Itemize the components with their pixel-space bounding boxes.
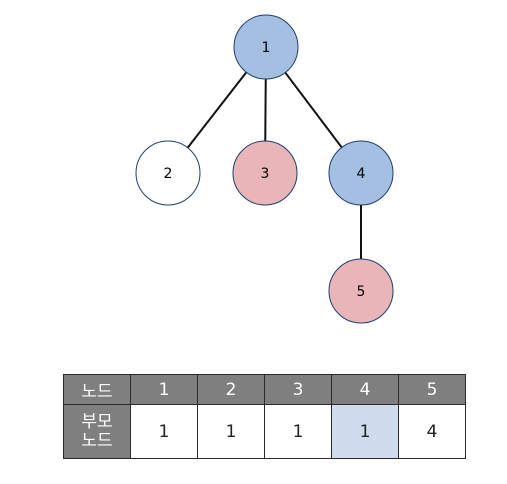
tree-node-circle-2 bbox=[135, 140, 201, 206]
node-header-row: 노드 1 2 3 4 5 bbox=[63, 374, 466, 405]
tree-node-5: 5 bbox=[328, 258, 394, 324]
parent-row-label-line1: 부모 bbox=[81, 411, 113, 432]
node-header-cell-2: 2 bbox=[197, 374, 265, 405]
parent-table: 노드 1 2 3 4 5 부모 노드 1 1 1 1 4 bbox=[63, 374, 466, 459]
node-header-cell-5: 5 bbox=[398, 374, 466, 405]
tree-node-1: 1 bbox=[233, 14, 299, 80]
tree-node-label-1: 1 bbox=[262, 40, 271, 56]
edge-1-2 bbox=[186, 71, 248, 149]
node-header-label: 노드 bbox=[63, 374, 131, 405]
parent-cell-1: 1 bbox=[130, 404, 198, 459]
tree-node-circle-3 bbox=[232, 140, 298, 206]
tree-node-2: 2 bbox=[135, 140, 201, 206]
tree-node-label-3: 3 bbox=[261, 166, 270, 182]
tree-node-circle-5 bbox=[328, 258, 394, 324]
node-header-cell-1: 1 bbox=[130, 374, 198, 405]
parent-cell-2: 1 bbox=[197, 404, 265, 459]
parent-row-label: 부모 노드 bbox=[63, 404, 131, 459]
node-header-cell-3: 3 bbox=[264, 374, 332, 405]
tree-node-label-2: 2 bbox=[164, 166, 173, 182]
parent-cell-5: 4 bbox=[398, 404, 466, 459]
edge-1-4 bbox=[284, 71, 343, 149]
tree-node-4: 4 bbox=[328, 140, 394, 206]
tree-node-3: 3 bbox=[232, 140, 298, 206]
tree-node-circle-1 bbox=[233, 14, 299, 80]
parent-cell-3: 1 bbox=[264, 404, 332, 459]
tree-node-label-5: 5 bbox=[357, 284, 366, 300]
tree-diagram: 1 2 3 4 5 bbox=[135, 14, 394, 324]
parent-row: 부모 노드 1 1 1 1 4 bbox=[63, 404, 466, 459]
parent-cell-4: 1 bbox=[331, 404, 399, 459]
parent-row-label-line2: 노드 bbox=[81, 430, 113, 451]
tree-node-circle-4 bbox=[328, 140, 394, 206]
node-header-cell-4: 4 bbox=[331, 374, 399, 405]
tree-node-label-4: 4 bbox=[357, 166, 366, 182]
